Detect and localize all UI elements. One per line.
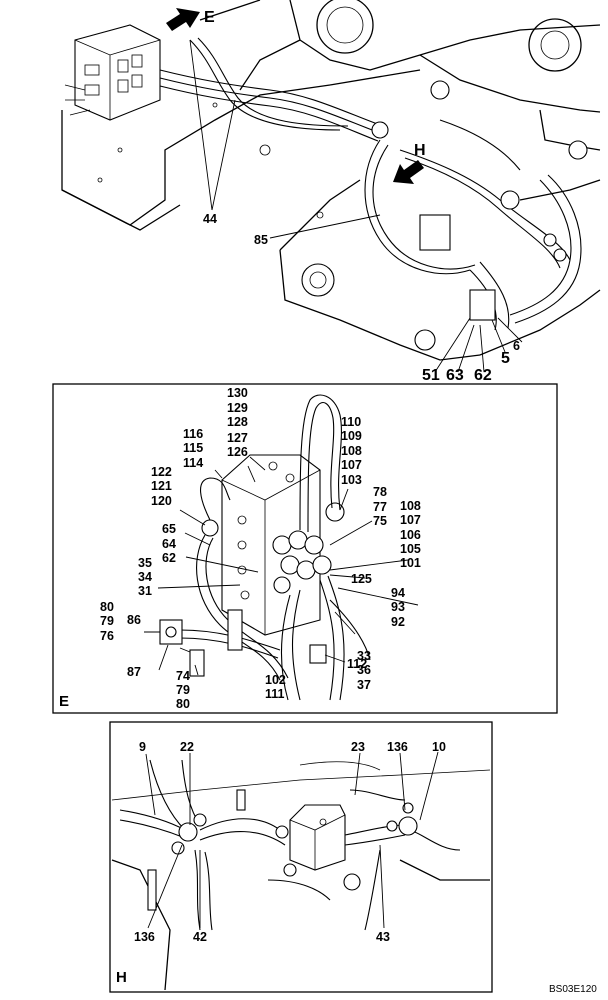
callout-108: 108 [341,444,362,458]
callout-9: 9 [139,740,146,754]
callout-106: 106 [400,528,421,542]
callout-23: 23 [351,740,365,754]
callout-126: 126 [227,445,248,459]
callout-63: 63 [446,367,464,384]
svg-text:H: H [414,142,426,159]
detail-e-letter: E [59,693,69,710]
callout-33: 33 [357,649,371,663]
callout-79b: 79 [176,683,190,697]
callout-122: 122 [151,465,172,479]
callout-120: 120 [151,494,172,508]
callout-92: 92 [391,615,405,629]
callout-93: 93 [391,600,405,614]
callout-111: 111 [265,687,285,701]
callout-44: 44 [203,212,217,226]
control-valve-block [64,24,161,121]
callout-85: 85 [254,233,268,247]
callout-80b: 80 [176,697,190,711]
callout-5: 5 [501,350,510,367]
callout-125: 125 [351,572,372,586]
callout-121: 121 [151,479,172,493]
callout-109: 109 [341,429,362,443]
callout-74: 74 [176,669,190,683]
detail-e-panel: E [52,383,558,714]
callout-130: 130 [227,386,248,400]
callout-94: 94 [391,586,405,600]
callout-108b: 108 [400,499,421,513]
callout-112: 112 [347,657,367,671]
callout-35: 35 [138,556,152,570]
overview-drawing: E H 44 85 51 63 62 5 6 [61,0,601,384]
callout-77: 77 [373,500,387,514]
figure-code: BS03E120 [549,984,597,995]
callout-128: 128 [227,415,248,429]
callout-34: 34 [138,570,152,584]
callout-51: 51 [422,367,440,384]
callout-31: 31 [138,584,152,598]
callout-136b: 136 [134,930,155,944]
callout-76: 76 [100,629,114,643]
callout-80: 80 [100,600,114,614]
detail-h-letter: H [116,969,127,986]
callout-107b: 107 [400,513,421,527]
callout-101: 101 [400,556,421,570]
callout-75: 75 [373,514,387,528]
callout-110: 110 [341,415,361,429]
callout-6: 6 [513,339,520,353]
callout-78: 78 [373,485,387,499]
callout-116: 116 [183,427,203,441]
svg-text:E: E [204,9,215,26]
callout-36: 36 [357,663,371,677]
callout-87: 87 [127,665,141,679]
callout-79: 79 [100,614,114,628]
callout-10: 10 [432,740,446,754]
callout-65: 65 [162,522,176,536]
callout-62: 62 [474,367,492,384]
callout-115: 115 [183,441,203,455]
view-arrow-e: E [166,8,215,31]
callout-107: 107 [341,458,362,472]
callout-42: 42 [193,930,207,944]
callout-62: 62 [162,551,176,565]
callout-105: 105 [400,542,421,556]
callout-102: 102 [265,673,286,687]
view-arrow-h: H [393,142,426,184]
callout-114: 114 [183,456,203,470]
callout-127: 127 [227,431,248,445]
callout-103: 103 [341,473,362,487]
detail-h-panel: H [109,721,493,993]
callout-129: 129 [227,401,248,415]
callout-22: 22 [180,740,194,754]
callout-43: 43 [376,930,390,944]
callout-37: 37 [357,678,371,692]
callout-64: 64 [162,537,176,551]
callout-86: 86 [127,613,141,627]
callout-136: 136 [387,740,408,754]
